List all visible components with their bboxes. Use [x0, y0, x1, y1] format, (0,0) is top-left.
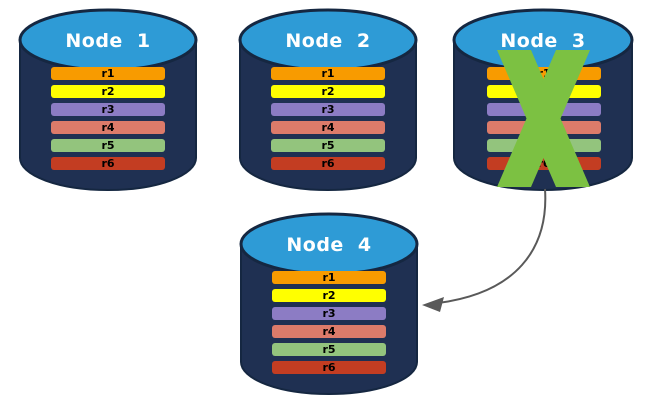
node-4: Node 4 r1 r2 r3 r4 r5 r6: [239, 212, 419, 396]
replica-row-r5: r5: [487, 139, 601, 152]
replica-row-r2: r2: [271, 85, 385, 98]
replica-row-r4: r4: [271, 121, 385, 134]
replica-row-r6: r6: [51, 157, 165, 170]
replica-rows: r1 r2 r3 r4 r5 r6: [51, 67, 165, 175]
replica-row-r2: r2: [51, 85, 165, 98]
node-title: Node 3: [500, 30, 586, 52]
replica-row-r3: r3: [272, 307, 386, 320]
arrow-head: [422, 297, 444, 312]
replica-row-r4: r4: [272, 325, 386, 338]
replica-row-r2: r2: [487, 85, 601, 98]
node-1: Node 1 r1 r2 r3 r4 r5 r6: [18, 8, 198, 192]
node-title: Node 4: [286, 234, 372, 256]
replica-row-r1: r1: [271, 67, 385, 80]
replica-row-r3: r3: [271, 103, 385, 116]
replica-row-r5: r5: [51, 139, 165, 152]
replica-row-r5: r5: [272, 343, 386, 356]
replica-row-r4: r4: [51, 121, 165, 134]
replica-row-r1: r1: [487, 67, 601, 80]
node-3: Node 3 r1 r2 r3 r4 r5 r6: [452, 8, 634, 192]
arrow-line: [437, 188, 547, 304]
replica-row-r6: r6: [271, 157, 385, 170]
replica-row-r3: r3: [51, 103, 165, 116]
replica-rows: r1 r2 r3 r4 r5 r6: [487, 67, 601, 175]
replica-row-r1: r1: [51, 67, 165, 80]
node-2: Node 2 r1 r2 r3 r4 r5 r6: [238, 8, 418, 192]
replica-row-r2: r2: [272, 289, 386, 302]
replica-rows: r1 r2 r3 r4 r5 r6: [272, 271, 386, 379]
node-title: Node 1: [65, 30, 151, 52]
replica-row-r6: r6: [487, 157, 601, 170]
replica-row-r5: r5: [271, 139, 385, 152]
node-title: Node 2: [285, 30, 371, 52]
replica-row-r4: r4: [487, 121, 601, 134]
replica-rows: r1 r2 r3 r4 r5 r6: [271, 67, 385, 175]
replica-row-r6: r6: [272, 361, 386, 374]
replica-row-r1: r1: [272, 271, 386, 284]
replica-row-r3: r3: [487, 103, 601, 116]
